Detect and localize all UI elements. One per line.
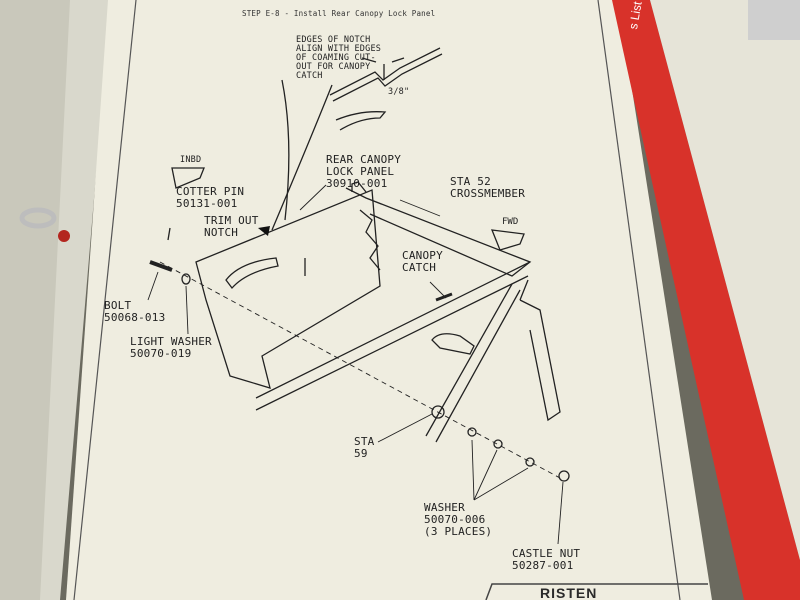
longeron-upper	[255, 261, 531, 399]
coaming-detail-lower	[332, 53, 443, 102]
assembly-drawing	[147, 47, 570, 545]
step-title: STEP E-8 - Install Rear Canopy Lock Pane…	[242, 9, 436, 18]
canopy-catch-part	[435, 292, 453, 302]
diagonal-tube	[425, 283, 513, 437]
background-object	[748, 0, 800, 40]
ring-hole-icon	[58, 230, 70, 242]
sta59-bushing	[431, 405, 445, 419]
arrow-left	[361, 57, 377, 63]
bracket-top	[519, 279, 529, 301]
sta59-label: STA 59	[354, 435, 375, 460]
logo-text: RISTEN	[540, 585, 598, 600]
catch-handle	[431, 333, 475, 355]
notch-note: EDGES OF NOTCH ALIGN WITH EDGES OF COAMI…	[296, 35, 382, 81]
title-block-border	[485, 583, 708, 600]
light-washer-part	[181, 273, 191, 285]
castle-nut-leader	[557, 481, 564, 545]
trim-notch-arrow-icon	[258, 226, 270, 236]
main-page	[66, 0, 712, 600]
washer-leaders	[471, 439, 529, 501]
bolt-leader	[147, 271, 159, 301]
crossmember-leader	[399, 199, 441, 217]
assembly-centerline	[159, 261, 561, 479]
washer-label: WASHER 50070-006 (3 PLACES)	[424, 501, 493, 538]
panel-slot	[225, 257, 279, 290]
crossmember-end	[351, 181, 367, 193]
washer-part	[525, 457, 535, 467]
inbd-label: INBD	[180, 155, 202, 165]
light-washer-label: LIGHT WASHER 50070-019	[130, 335, 212, 360]
castle-nut-label: CASTLE NUT 50287-001	[512, 547, 581, 572]
fwd-arrow-icon	[490, 229, 525, 251]
trim-out-notch-label: TRIM OUT NOTCH	[204, 214, 259, 239]
lock-panel-leader	[299, 184, 327, 211]
right-background	[650, 0, 800, 560]
inbd-arrow-icon	[171, 167, 205, 189]
vertical-bracket	[519, 299, 561, 422]
light-washer-leader	[185, 285, 189, 335]
diagonal-tube-2	[435, 289, 521, 443]
cotter-pin-label: COTTER PIN 50131-001	[176, 185, 245, 210]
canopy-catch-leader	[429, 281, 447, 299]
lock-panel	[195, 189, 381, 389]
page-border-left	[73, 0, 137, 600]
panel-leader-curve	[281, 79, 290, 221]
arrow-right	[391, 57, 405, 63]
left-page-shadow	[0, 0, 70, 600]
red-side-tab	[612, 0, 800, 600]
binder-ring-icon	[19, 207, 57, 229]
fwd-label: FWD	[502, 217, 519, 227]
longeron-lower	[255, 275, 529, 411]
washer-part	[493, 439, 503, 449]
notch-detail	[335, 111, 387, 131]
panel-notches	[359, 209, 381, 271]
panel-leader-curve-2	[271, 84, 333, 231]
page-border-right	[597, 0, 681, 600]
washer-part	[467, 427, 477, 437]
coaming-detail	[329, 47, 441, 96]
sta59-leader	[377, 413, 433, 443]
bolt-label: BOLT 50068-013	[104, 299, 166, 324]
castle-nut-part	[558, 470, 570, 482]
canopy-catch-label: CANOPY CATCH	[402, 249, 443, 274]
dimension-label: 3/8"	[388, 87, 410, 97]
sta52-crossmember-label: STA 52 CROSSMEMBER	[450, 175, 526, 200]
bolt-part	[149, 260, 173, 272]
cotter-pin-part	[167, 227, 171, 241]
rear-canopy-lock-panel-label: REAR CANOPY LOCK PANEL 30910-001	[326, 153, 402, 190]
